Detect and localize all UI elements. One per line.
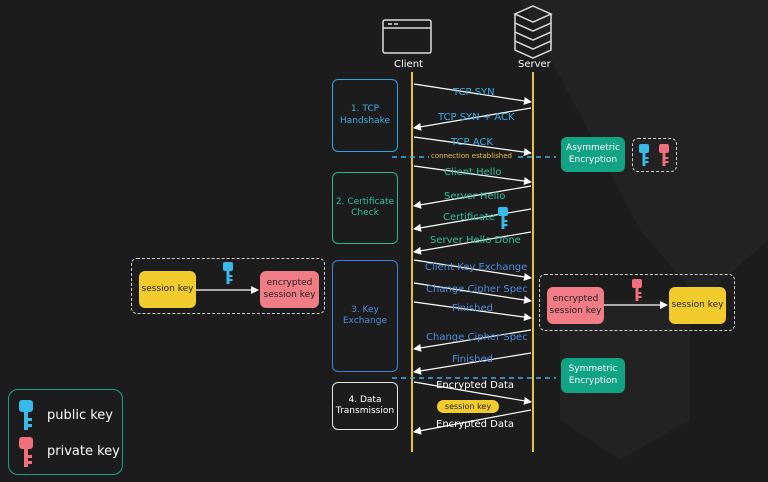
right-encrypted-label: encrypted session key (549, 294, 602, 316)
client-label: Client (394, 59, 423, 70)
left-session-key: session key (139, 271, 196, 308)
public-key-icon (639, 144, 649, 166)
public-key-icon (223, 262, 233, 284)
private-key-icon (659, 144, 669, 166)
session-key-badge: session key (437, 400, 499, 413)
private-key-icon (632, 279, 642, 301)
phase-data-label: 4. Data Transmission (335, 394, 395, 416)
msg-connection-established: connection established (429, 152, 514, 160)
msg-encrypted-data-2: Encrypted Data (436, 419, 515, 430)
arrow-client-key-exchange (413, 259, 532, 281)
msg-certificate: Certificate (443, 212, 495, 223)
phase-cert-label: 2. Certificate Check (335, 196, 395, 218)
phase-key-exchange: 3. Key Exchange (332, 260, 398, 372)
right-session-key: session key (669, 287, 726, 324)
asymmetric-encryption-box: Asymmetric Encryption (561, 137, 625, 172)
arrow-finished-1 (413, 301, 532, 322)
arrow-encrypted-data-1 (413, 381, 532, 405)
server-icon (513, 5, 553, 59)
server-label: Server (518, 59, 551, 70)
msg-change-cipher-2: Change Cipher Spec (426, 332, 528, 343)
right-session-key-label: session key (671, 299, 724, 310)
legend-public-key: public key (47, 408, 114, 423)
arrow-server-hello (413, 185, 532, 209)
legend (8, 389, 123, 475)
private-key-icon (19, 437, 33, 467)
arrow-change-cipher-2 (413, 329, 532, 352)
symmetric-encryption-box: Symmetric Encryption (561, 358, 625, 393)
msg-client-key-exchange: Client Key Exchange (425, 262, 528, 273)
phase-data-transmission: 4. Data Transmission (332, 382, 398, 430)
arrow-certificate (413, 208, 532, 232)
msg-tcp-syn: TCP SYN (453, 87, 495, 98)
arrow-server-hello-done (413, 231, 532, 255)
msg-client-hello: Client Hello (444, 167, 502, 178)
arrow-encrypted-data-2 (413, 409, 532, 435)
window-icon (382, 19, 432, 54)
msg-change-cipher-1: Change Cipher Spec (426, 284, 528, 295)
msg-tcp-ack: TCP ACK (451, 137, 493, 148)
arrow-change-cipher-1 (413, 282, 532, 304)
phase-certificate-check: 2. Certificate Check (332, 172, 398, 244)
phase-tcp-label: 1. TCP Handshake (339, 104, 391, 126)
msg-tcp-syn-ack: TCP SYN + ACK (438, 112, 515, 123)
msg-server-hello-done: Server Hello Done (430, 235, 521, 246)
arrow-tcp-syn-ack (413, 107, 532, 131)
left-encrypted-session-key: encrypted session key (260, 271, 319, 308)
msg-finished-1: Finished (452, 303, 493, 314)
public-key-icon (498, 207, 508, 229)
left-session-key-label: session key (141, 283, 194, 294)
left-key-panel (131, 258, 325, 314)
asymmetric-keys-panel (632, 138, 677, 172)
msg-finished-2: Finished (452, 354, 493, 365)
arrow-tcp-ack (413, 136, 532, 157)
symmetric-label: Symmetric Encryption (568, 364, 618, 386)
phase-tcp-handshake: 1. TCP Handshake (332, 79, 398, 152)
public-key-icon (19, 400, 33, 430)
msg-server-hello: Server Hello (444, 191, 506, 202)
arrow-finished-2 (413, 352, 532, 375)
right-key-panel (539, 274, 735, 331)
phase-key-label: 3. Key Exchange (343, 304, 387, 326)
legend-private-key: private key (47, 444, 120, 459)
left-encrypted-label: encrypted session key (263, 278, 316, 300)
arrow-tcp-syn (413, 83, 532, 105)
session-key-badge-label: session key (444, 401, 492, 411)
msg-encrypted-data-1: Encrypted Data (436, 380, 515, 391)
asymmetric-label: Asymmetric Encryption (566, 143, 620, 165)
arrow-client-hello (413, 165, 532, 186)
right-encrypted-session-key: encrypted session key (547, 287, 604, 324)
